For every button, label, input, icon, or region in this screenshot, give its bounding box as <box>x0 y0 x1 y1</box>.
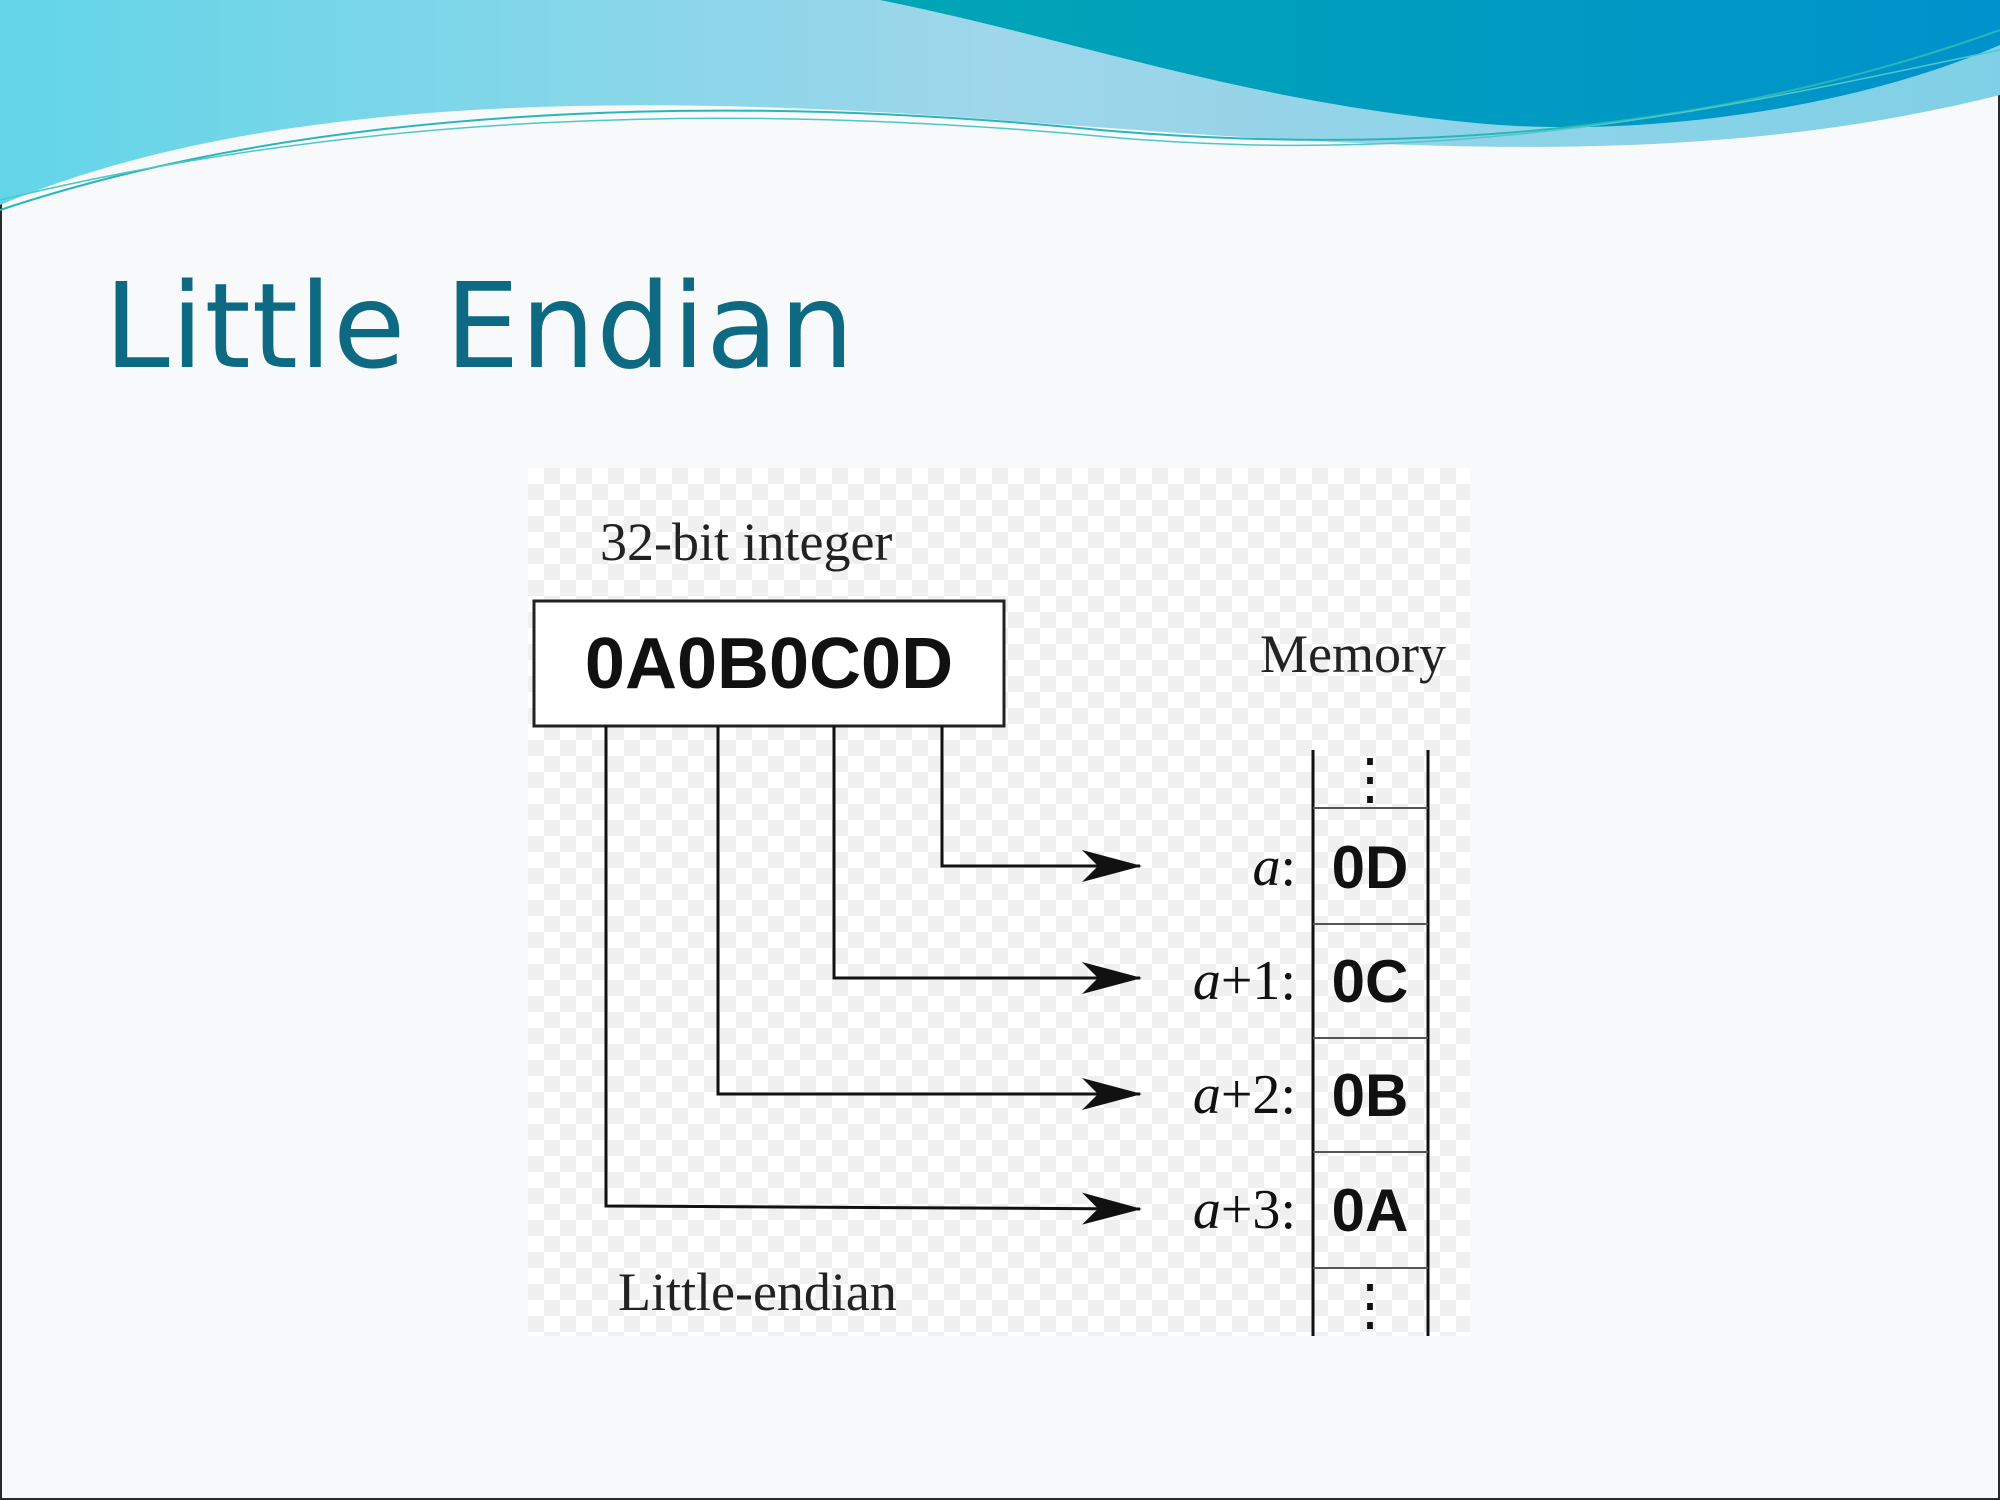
endianness-caption: Little-endian <box>618 1262 897 1322</box>
connector-byte-0B <box>716 726 1142 1110</box>
memory-cell-value: 0D <box>1332 834 1409 901</box>
address-label: a: <box>1252 836 1296 898</box>
memory-cell-value: 0B <box>1332 1062 1409 1129</box>
address-label: a+1: <box>1193 950 1296 1012</box>
memory-cell-value: 0C <box>1332 948 1409 1015</box>
integer-box <box>532 599 1006 728</box>
address-label: a+3: <box>1193 1179 1296 1241</box>
memory-cell-value: 0A <box>1332 1177 1409 1244</box>
header-wave-decoration <box>0 0 2000 211</box>
wave-dark-band <box>880 0 2000 128</box>
connector-byte-0C <box>832 726 1142 994</box>
memory-ellipsis-top: ⋮ <box>1342 749 1398 811</box>
memory-label: Memory <box>1260 624 1446 684</box>
integer-caption: 32-bit integer <box>600 512 892 572</box>
connector-byte-0A <box>604 726 1142 1225</box>
connector-byte-0D <box>940 726 1142 882</box>
little-endian-diagram: 32-bit integer 0A0B0C0D Memory ⋮ ⋮ a: a+… <box>528 468 1470 1336</box>
address-label: a+2: <box>1193 1064 1296 1126</box>
slide-title: Little Endian <box>104 257 856 395</box>
integer-value: 0A0B0C0D <box>585 624 953 704</box>
wave-line-2 <box>0 49 2000 201</box>
wave-line <box>0 29 2000 211</box>
memory-ellipsis-bottom: ⋮ <box>1342 1275 1398 1336</box>
